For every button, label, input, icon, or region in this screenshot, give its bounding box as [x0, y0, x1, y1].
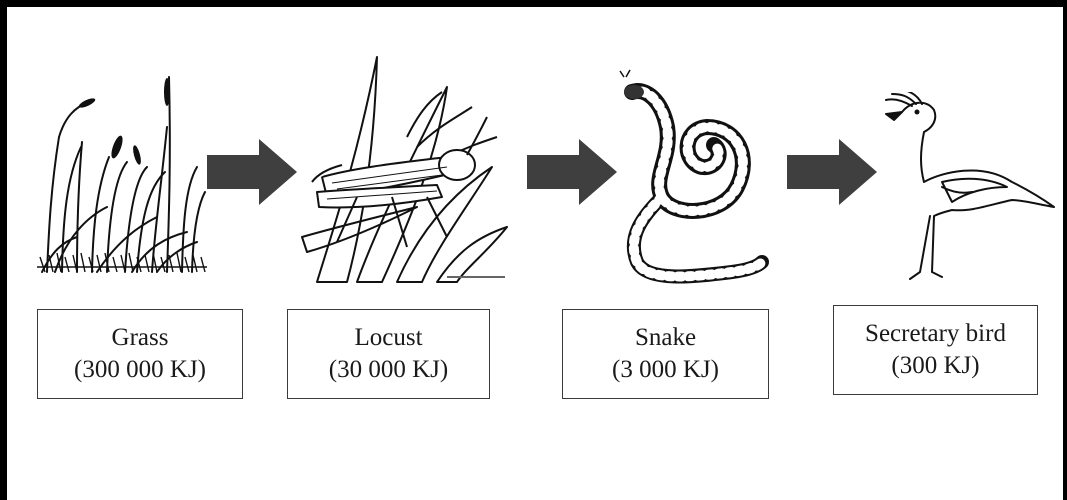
organism-energy: (300 KJ)	[891, 350, 979, 382]
organism-energy: (300 000 KJ)	[74, 354, 206, 386]
arrow-2-icon	[527, 137, 619, 207]
organism-name: Locust	[354, 322, 422, 354]
organism-name: Grass	[112, 322, 169, 354]
organism-energy: (30 000 KJ)	[329, 354, 448, 386]
label-locust: Locust (30 000 KJ)	[287, 309, 490, 399]
label-snake: Snake (3 000 KJ)	[562, 309, 769, 399]
organism-energy: (3 000 KJ)	[612, 354, 719, 386]
organism-name: Snake	[635, 322, 696, 354]
organism-name: Secretary bird	[865, 318, 1006, 350]
food-chain-diagram: Grass (300 000 KJ) Locust (30 000 KJ) Sn…	[7, 7, 1063, 500]
grass-icon	[37, 67, 207, 282]
arrow-3-icon	[787, 137, 879, 207]
secretary-bird-icon	[872, 92, 1057, 287]
label-secretary-bird: Secretary bird (300 KJ)	[833, 305, 1038, 395]
snake-icon	[612, 57, 772, 287]
label-grass: Grass (300 000 KJ)	[37, 309, 243, 399]
arrow-1-icon	[207, 137, 299, 207]
locust-icon	[297, 47, 512, 287]
